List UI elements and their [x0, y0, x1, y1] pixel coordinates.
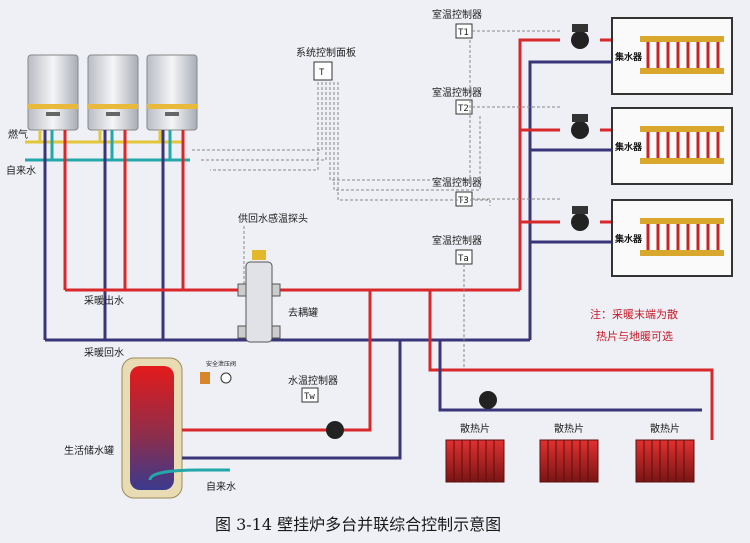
radiator-label-3: 散热片 [650, 422, 680, 435]
note-line-2: 热片与地暖可选 [596, 330, 673, 343]
room-controller-1-tag: T1 [458, 28, 469, 38]
boiler-1 [27, 54, 79, 131]
figure-caption: 图 3-14 壁挂炉多台并联综合控制示意图 [215, 515, 501, 534]
radiator-1 [445, 439, 505, 483]
radiator-return [438, 340, 702, 412]
manifold-unit-3 [611, 199, 733, 277]
boiler-2 [87, 54, 139, 131]
room-controller-4-tag: Ta [458, 254, 469, 264]
system-control-panel[interactable]: 系统控制面板 T [296, 46, 356, 81]
room-controller-4-title: 室温控制器 [432, 234, 482, 247]
water-controller-label: 水温控制器 [288, 374, 338, 387]
room-controller-3[interactable]: 室温控制器 T3 [432, 176, 482, 207]
room-controller-3-tag: T3 [458, 196, 469, 206]
return-main-label: 采暖回水 [84, 346, 124, 359]
safety-valve-label: 安全泄压阀 [206, 360, 236, 368]
safety-valve [200, 372, 232, 384]
boiler-drop-pipes [43, 130, 185, 340]
boiler-3 [146, 54, 198, 131]
radiator-3 [635, 439, 695, 483]
radiator-label-1: 散热片 [460, 422, 490, 435]
room-controller-1-title: 室温控制器 [432, 8, 482, 21]
pump-radiator [479, 391, 497, 409]
manifold-label-1: 集水器 [614, 51, 643, 63]
system-panel-label: 系统控制面板 [296, 46, 356, 59]
room-controller-2[interactable]: 室温控制器 T2 [432, 86, 482, 115]
tap-water-left-label: 自来水 [6, 164, 36, 177]
radiator-2 [539, 439, 599, 483]
manifold-label-2: 集水器 [614, 141, 643, 153]
system-panel-tag: T [319, 68, 325, 78]
tap-feed-bottom [148, 468, 230, 481]
riser-pipes [518, 38, 640, 340]
water-temp-controller[interactable]: 水温控制器 Tw [288, 374, 338, 403]
room-controller-2-title: 室温控制器 [432, 86, 482, 99]
manifold-label-3: 集水器 [614, 233, 643, 245]
buffer-tank [237, 250, 281, 343]
dhw-coil-return [182, 340, 402, 460]
dhw-coil-supply [182, 290, 372, 432]
gas-label: 燃气 [8, 128, 28, 141]
pump-manifold-1 [571, 24, 589, 49]
pump-dhw [326, 421, 344, 439]
room-controller-1[interactable]: 室温控制器 T1 [432, 8, 482, 39]
manifold-unit-2 [611, 107, 733, 185]
dhw-tank [121, 357, 183, 499]
tap-feed-top [25, 130, 190, 162]
room-controller-2-tag: T2 [458, 104, 469, 114]
supply-main-label: 采暖出水 [84, 294, 124, 307]
note-line-1: 注：采暖末端为散 [590, 307, 678, 321]
water-controller-tag: Tw [304, 392, 315, 402]
control-wiring [190, 30, 560, 370]
room-controller-4[interactable]: 室温控制器 Ta [432, 234, 482, 265]
pump-manifold-3 [571, 206, 589, 231]
sensor-label: 供回水感温探头 [238, 212, 308, 225]
radiator-label-2: 散热片 [554, 422, 584, 435]
buffer-tank-label: 去耦罐 [288, 306, 318, 319]
room-controller-3-title: 室温控制器 [432, 176, 482, 189]
radiator-supply [428, 290, 714, 440]
manifold-unit-1 [611, 17, 733, 95]
pump-manifold-2 [571, 114, 589, 139]
dhw-tank-label: 生活储水罐 [64, 444, 114, 457]
tap-water-bottom-label: 自来水 [206, 480, 236, 493]
